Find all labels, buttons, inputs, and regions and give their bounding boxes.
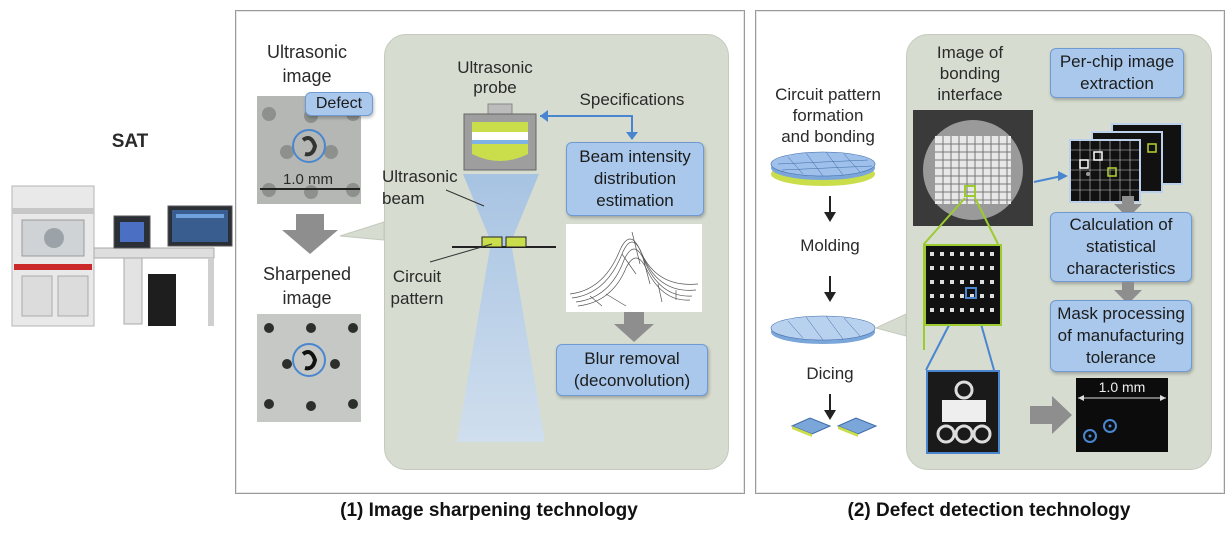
step-molding: Molding [800,236,860,255]
molded-wafer-icon [768,312,878,348]
pad-zoom-image [926,370,1000,454]
circuit-pattern-icon [452,236,556,250]
blur-removal-box: Blur removal (deconvolution) [556,344,708,396]
defect-label: Defect [305,92,373,116]
bonding-interface-image [913,110,1033,226]
panel2-caption: (2) Defect detection technology [847,500,1131,521]
ultrasonic-image-label: Ultrasonic image [266,42,348,86]
ultrasonic-beam [455,174,547,442]
process-arrow-3 [824,394,836,420]
process-arrow-1 [824,196,836,222]
sharpened-image [257,314,361,422]
sat-label: SAT [111,131,149,152]
mask-result-image [1076,378,1168,452]
probe-label: Ultrasonic probe [457,58,533,97]
scale-label-2: 1.0 mm [1098,379,1146,395]
beam-estimation-box: Beam intensity distribution estimation [566,142,704,216]
ultrasonic-probe-icon [460,103,540,174]
specifications-label: Specifications [579,90,685,109]
step-dicing: Dicing [806,364,854,383]
mask-box: Mask processing of manufacturing toleran… [1050,300,1192,372]
sharpen-arrow [280,214,340,254]
bonding-image-label: Image of bonding interface [936,43,1004,104]
gray-arrow-b [1114,282,1142,304]
scale-label-1: 1.0 mm [282,171,333,188]
sharpened-image-label: Sharpened image [262,264,352,308]
chip-zoom-image [924,244,1002,326]
diced-chips-icon [790,416,880,438]
step-circuit-bonding: Circuit pattern formation and bonding [775,85,881,146]
perchip-box: Per-chip image extraction [1050,48,1184,98]
panel1-caption: (1) Image sharpening technology [340,500,638,521]
process-arrow-2 [824,276,836,302]
blur-arrow [612,312,656,342]
circuit-pattern-label: Circuit pattern [390,267,444,308]
wafer-stack-icon [768,150,878,190]
beam-label: Ultrasonic beam [382,167,458,208]
per-chip-stack [1068,123,1184,204]
calc-box: Calculation of statistical characteristi… [1050,212,1192,282]
sat-machine-image [8,178,240,338]
mask-arrow [1030,396,1072,434]
beam-distribution-plot [566,224,702,312]
scale-bar-1 [260,188,360,190]
gray-arrow-a [1114,196,1142,218]
